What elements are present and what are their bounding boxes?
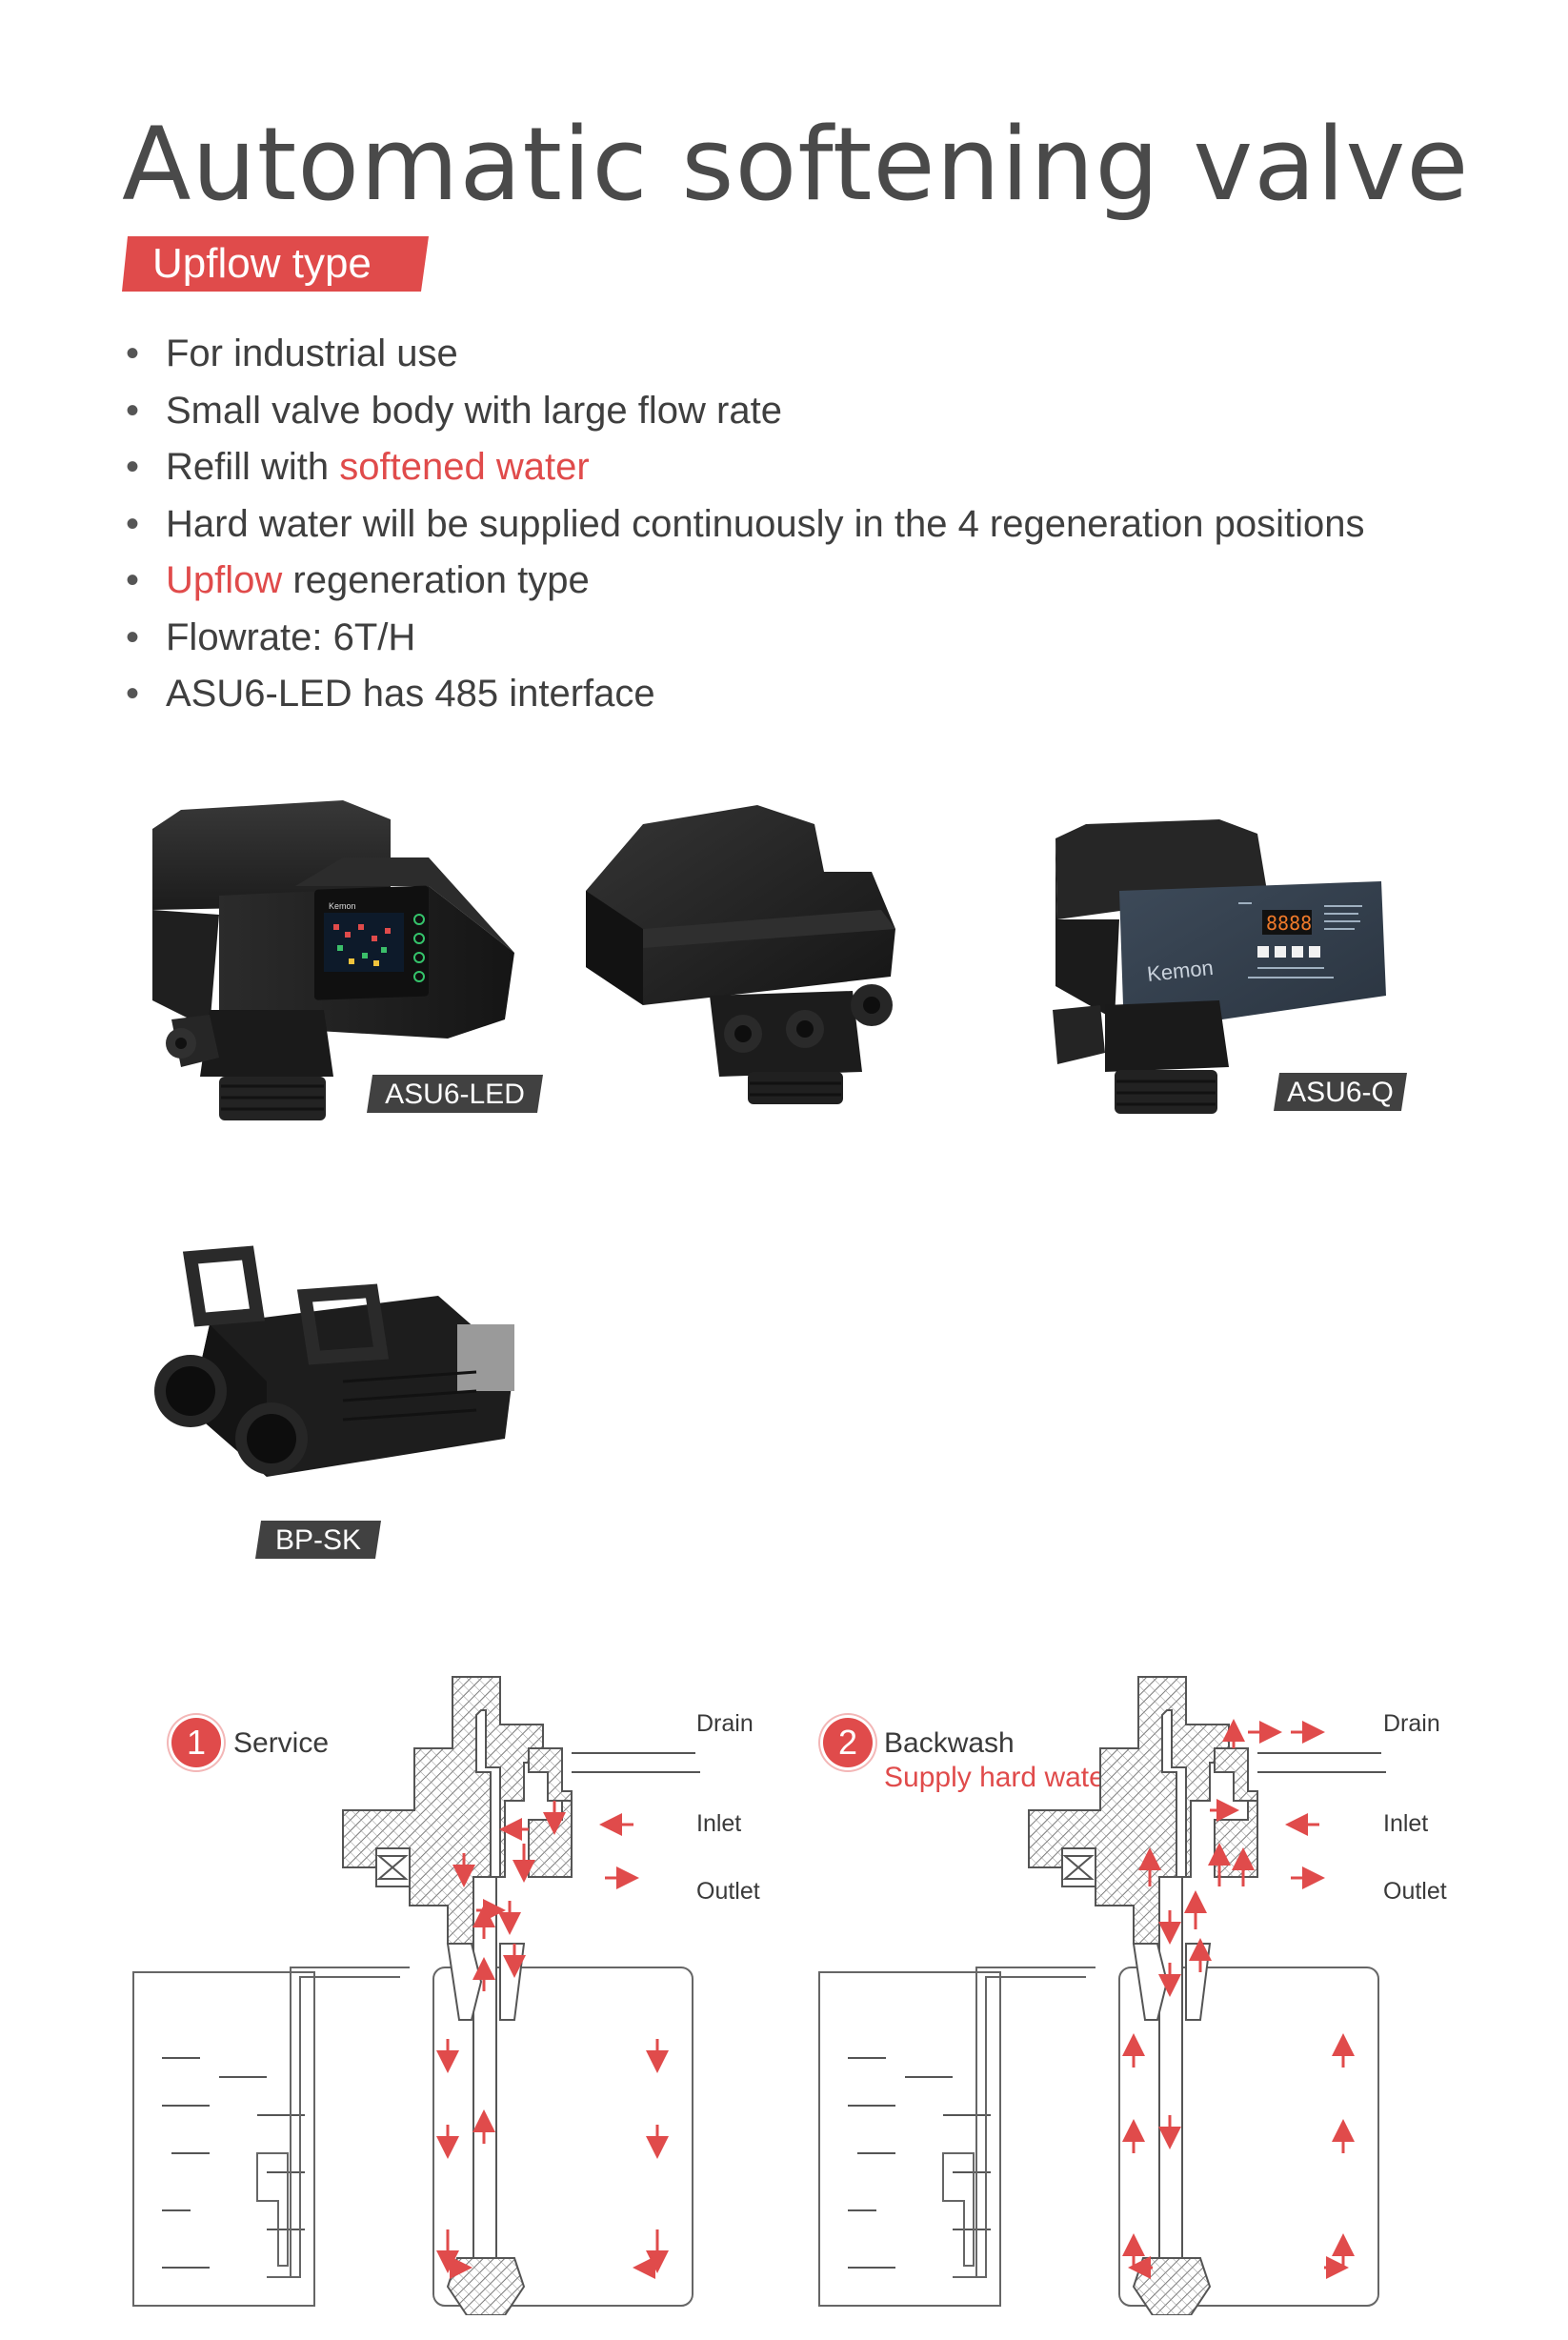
feature-list: •For industrial use •Small valve body wi… — [126, 326, 1507, 723]
port-drain: Drain — [696, 1710, 754, 1737]
product-asu6-q-image: 8888 Kemon — [1053, 819, 1386, 1114]
backwash-flow-diagram — [818, 1676, 1386, 2315]
step-title-backwash: Backwash — [884, 1727, 1015, 1759]
port-outlet: Outlet — [696, 1878, 760, 1905]
port-outlet: Outlet — [1383, 1878, 1447, 1905]
port-inlet: Inlet — [696, 1810, 742, 1837]
subtitle-text: Upflow type — [152, 240, 372, 287]
feature-item: •Hard water will be supplied continuousl… — [126, 502, 1365, 545]
step-title-service: Service — [233, 1727, 330, 1759]
label-asu6-led: ASU6-LED — [367, 1075, 543, 1113]
subtitle-tag: Upflow type — [122, 236, 429, 292]
tag-shape — [122, 236, 429, 292]
label-text: ASU6-LED — [385, 1079, 525, 1110]
page-title: Automatic softening valve — [122, 106, 1470, 223]
brand-mark: Kemon — [329, 901, 356, 911]
product-valve-body-image — [586, 805, 895, 1104]
product-bp-sk-image — [154, 1245, 514, 1477]
port-inlet: Inlet — [1383, 1810, 1429, 1837]
feature-item: •ASU6-LED has 485 interface — [126, 673, 655, 715]
label-asu6-q: ASU6-Q — [1274, 1073, 1407, 1111]
label-text: ASU6-Q — [1287, 1077, 1394, 1108]
feature-item: •Small valve body with large flow rate — [126, 389, 782, 432]
feature-item: •Refill with softened water — [126, 446, 590, 488]
step-subtitle-backwash: Supply hard water — [884, 1762, 1115, 1793]
label-text: BP-SK — [274, 1524, 362, 1556]
feature-item: •For industrial use — [126, 333, 458, 374]
feature-item: •Flowrate: 6T/H — [126, 615, 416, 658]
feature-item: •Upflow regeneration type — [126, 559, 590, 601]
port-drain: Drain — [1383, 1710, 1440, 1737]
display-digits: 8888 — [1266, 912, 1312, 935]
step-number-1: 1 — [171, 1718, 221, 1767]
label-bp-sk: BP-SK — [255, 1521, 381, 1559]
service-flow-diagram — [132, 1676, 700, 2315]
step-number-2: 2 — [823, 1718, 873, 1767]
product-asu6-led-image: Kemon — [152, 800, 514, 1120]
